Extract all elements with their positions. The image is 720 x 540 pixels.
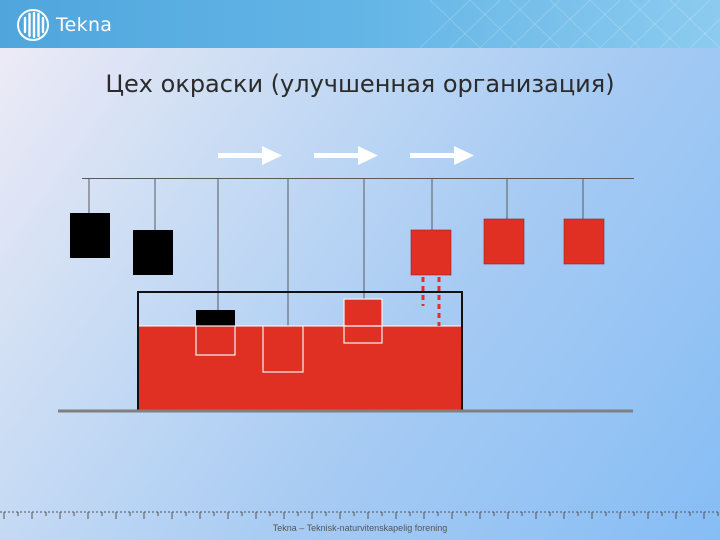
footer-text: Tekna – Teknisk-naturvitenskapelig foren… <box>272 523 448 533</box>
header-pattern <box>419 0 720 48</box>
part-entering-tank <box>196 310 235 326</box>
tekna-logo-icon <box>17 9 49 41</box>
paint-liquid <box>139 326 461 410</box>
paint-drips <box>421 277 441 326</box>
header-bar: Tekna <box>0 0 720 48</box>
unpainted-part <box>133 230 173 275</box>
dripping-painted-part <box>410 229 452 276</box>
part-leaving-tank <box>343 298 383 327</box>
slide-title: Цех окраски (улучшенная организация) <box>105 70 615 98</box>
painted-part <box>483 218 525 265</box>
submerged-part <box>343 325 383 344</box>
hanger-lines <box>88 179 584 326</box>
painted-part <box>563 218 605 265</box>
direction-arrow-icon <box>410 146 474 165</box>
submerged-part <box>262 325 304 373</box>
unpainted-part <box>70 213 110 258</box>
submerged-part <box>195 325 236 356</box>
direction-arrow-icon <box>218 146 282 165</box>
tekna-logo: Tekna <box>16 9 112 41</box>
direction-arrow-icon <box>314 146 378 165</box>
brand-name: Tekna <box>56 14 113 36</box>
bottom-ruler <box>0 511 720 519</box>
